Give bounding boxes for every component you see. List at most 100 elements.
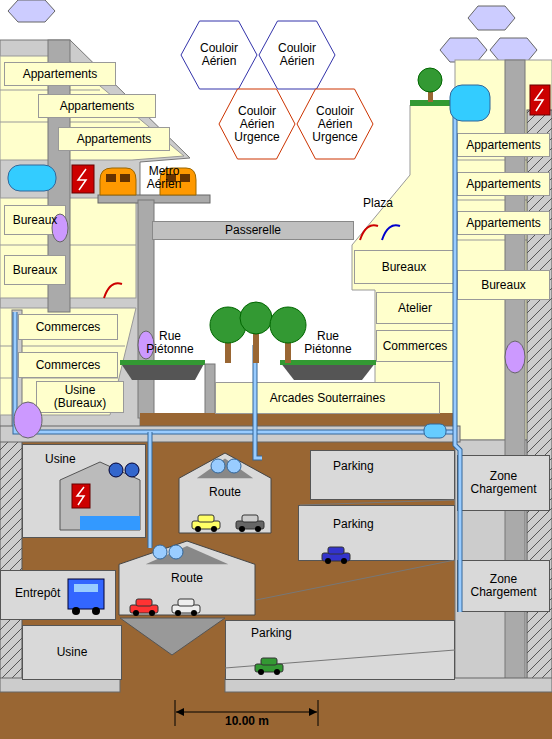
node-text: Atelier (398, 302, 432, 315)
car-wheel (149, 610, 155, 616)
tree-trunk (285, 335, 291, 363)
tunnel-shape (119, 541, 255, 615)
node-text: Appartements (77, 133, 152, 146)
car-wheel (191, 610, 197, 616)
floor-band: Commerces (18, 314, 118, 340)
pipe-outline (148, 432, 153, 548)
car-wheel (195, 526, 201, 532)
place-label: Plaza (356, 197, 400, 210)
tank-symbol (227, 459, 241, 473)
node-text: Passerelle (225, 224, 281, 237)
car-body (255, 664, 283, 672)
car-wheel (258, 669, 264, 675)
floor-band: Commerces (376, 330, 454, 362)
floor-band: Commerces (18, 352, 118, 378)
underground-space: Zone Chargement (457, 560, 550, 612)
tree-crown (270, 307, 306, 343)
floor-band: Bureaux (4, 255, 66, 285)
car-wheel (133, 610, 139, 616)
car-wheel (211, 526, 217, 532)
car-roof (242, 515, 258, 522)
floor-band: Arcades Souterraines (215, 382, 440, 414)
foundation-wedge (120, 618, 225, 655)
node-text: Appartements (60, 100, 135, 113)
tree-crown (418, 68, 442, 92)
car (130, 599, 158, 616)
street-grass (120, 360, 205, 365)
node-text: Appartements (466, 217, 541, 230)
floor-band: Bureaux (354, 250, 454, 284)
roof-garden (410, 100, 456, 106)
scale-arrowhead (176, 708, 184, 716)
air-corridor-hexagon: Couloir Aérien (180, 20, 258, 90)
pipe (15, 312, 455, 432)
scale-tick (175, 700, 176, 726)
pipe-outline (15, 312, 455, 432)
tank-symbol (125, 463, 139, 477)
pipe-tank (424, 424, 446, 438)
truck-window (74, 584, 98, 592)
tank-symbol (211, 459, 225, 473)
node-text: Appartements (23, 68, 98, 81)
tree-trunk (253, 330, 259, 363)
node-text: Couloir Aérien (269, 42, 325, 68)
car-roof (261, 658, 277, 665)
tunnel-shape (179, 453, 271, 533)
node-text: Usine (Bureaux) (41, 384, 119, 410)
truck-body (68, 579, 104, 609)
tree-crown (240, 302, 272, 334)
power-box (72, 165, 94, 193)
ramp-line (256, 560, 455, 600)
car-roof (328, 547, 344, 554)
roof-hexagon (8, 0, 55, 22)
metro-window (120, 174, 130, 182)
hexagon-shape (259, 21, 335, 89)
node-text: Appartements (466, 178, 541, 191)
truck-wheel (92, 607, 100, 615)
lightning-symbol (535, 89, 543, 111)
truck-wheel (72, 607, 80, 615)
car-body (130, 605, 158, 613)
node-text: Bureaux (481, 279, 526, 292)
car-wheel (175, 610, 181, 616)
tunnel-roof (197, 459, 253, 479)
car-wheel (274, 669, 280, 675)
pipe (455, 100, 460, 612)
node-text: Parking (251, 627, 292, 640)
tree-crown (210, 307, 246, 343)
tank-symbol (169, 545, 183, 559)
emergency-corridor-hexagon: Couloir Aérien Urgence (296, 88, 374, 160)
elevator-cabin (8, 165, 56, 191)
truck (68, 579, 104, 615)
node-text: Route (171, 572, 203, 585)
floor-band: Appartements (457, 211, 550, 235)
pipe-outline (455, 100, 460, 612)
place-label: Rue Piétonne (298, 330, 358, 356)
node-text: Zone Chargement (458, 470, 549, 496)
node-text: Commerces (383, 340, 448, 353)
ramp-line (225, 650, 455, 668)
roof-hexagon (468, 6, 515, 30)
hexagon-shape (181, 21, 257, 89)
metro-window (180, 174, 190, 182)
car-wheel (341, 558, 347, 564)
lightning-symbol (78, 169, 86, 190)
tank-symbol (153, 545, 167, 559)
plaza-fan (382, 225, 400, 240)
plaza-fan (104, 283, 122, 298)
floor-band: Appartements (38, 94, 156, 118)
roof-hexagon (440, 38, 487, 62)
underground-space: Parking (225, 620, 455, 680)
node-text: Couloir Aérien Urgence (229, 105, 285, 144)
pipe (149, 432, 152, 548)
foundation-slab (0, 678, 120, 692)
car-body (192, 521, 220, 529)
metro-window (106, 174, 116, 182)
node-text: Commerces (36, 321, 101, 334)
car-body (236, 521, 264, 529)
pipe-outline (255, 345, 262, 458)
floor-band: Bureaux (4, 205, 66, 235)
car (255, 658, 283, 675)
underground-space: Parking (310, 450, 455, 500)
